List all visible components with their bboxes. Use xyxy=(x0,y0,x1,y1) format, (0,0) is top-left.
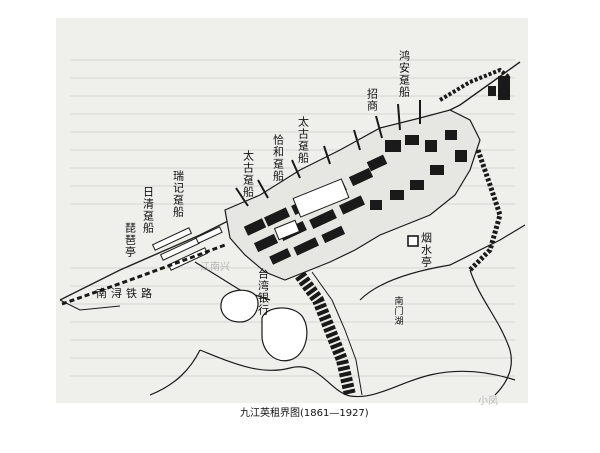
east-building-2 xyxy=(488,86,496,96)
west-shore xyxy=(59,299,121,311)
label-taigu-pier-east: 太古趸船 xyxy=(296,116,310,164)
concession-outline xyxy=(224,109,481,281)
label-concession: 界 xyxy=(326,191,337,204)
south-shore xyxy=(199,349,516,398)
label-yihe-pier: 恰和趸船 xyxy=(271,134,285,182)
east-shore xyxy=(469,269,512,396)
south-street xyxy=(295,271,356,397)
southwest-shore xyxy=(149,349,201,396)
label-nanmen-lake: 南门湖 xyxy=(392,296,403,326)
lake-center xyxy=(261,307,308,362)
label-nanxun-railway: 南浔铁路 xyxy=(96,287,156,300)
label-pipa-pavilion: 琵琶亭 xyxy=(123,222,137,258)
watermark-left: 江南兴 xyxy=(200,262,230,273)
piers xyxy=(235,100,421,207)
lake-west xyxy=(220,289,259,323)
map-caption: 九江英租界图(1861—1927) xyxy=(240,408,369,419)
nanxun-railway xyxy=(61,243,226,306)
label-riqing-pier: 日清趸船 xyxy=(141,186,155,234)
city-wall xyxy=(438,67,512,102)
south-street-edge xyxy=(311,271,363,396)
watermark-right: 小凤 xyxy=(478,396,498,407)
label-zhaoshang-pier: 招商 xyxy=(365,88,379,112)
concession-inner-block xyxy=(273,219,301,241)
concession-block xyxy=(292,178,350,218)
label-yanshui-pavilion: 烟水亭 xyxy=(419,232,433,268)
east-building xyxy=(498,76,510,100)
label-taiwan-bank: 台湾银行 xyxy=(256,268,270,316)
yanshuiting-marker xyxy=(407,235,419,247)
label-wanan-pier: 鸿安趸船 xyxy=(397,50,411,98)
nanmen-lake-shore xyxy=(359,224,526,301)
label-taigu-pier-west: 太古趸船 xyxy=(241,150,255,198)
west-wharf-strips xyxy=(151,226,223,271)
label-ruiji-pier: 瑞记趸船 xyxy=(171,170,185,218)
